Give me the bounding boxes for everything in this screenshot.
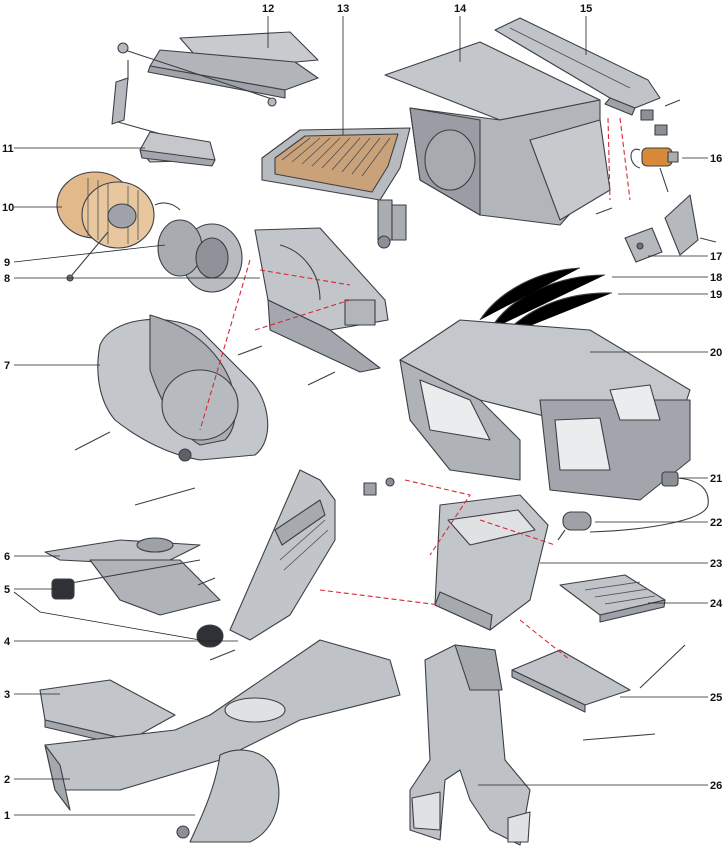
part-20-distribution-housing bbox=[399, 319, 691, 501]
callout-13: 13 bbox=[337, 3, 349, 15]
part-15-flap bbox=[494, 17, 661, 116]
part-1-lower-cover bbox=[176, 749, 280, 843]
part-25-lower-flap bbox=[511, 644, 686, 741]
callout-26: 26 bbox=[710, 780, 722, 792]
leader-lines bbox=[13, 16, 708, 816]
part-16-actuator-motor bbox=[630, 109, 679, 193]
part-23-duct-box bbox=[434, 494, 549, 631]
callout-23: 23 bbox=[710, 558, 722, 570]
part-8-housing-bracket bbox=[254, 227, 389, 373]
part-17-brackets bbox=[624, 194, 717, 263]
callout-19: 19 bbox=[710, 289, 722, 301]
callout-4: 4 bbox=[4, 636, 11, 648]
callout-15: 15 bbox=[580, 3, 592, 15]
part-26-floor-duct bbox=[409, 644, 531, 846]
callout-8: 8 bbox=[4, 273, 10, 285]
fasteners bbox=[197, 99, 681, 661]
part-5-buffers bbox=[51, 578, 224, 648]
part-6-lever-mechanism bbox=[44, 487, 221, 616]
part-11-lower-flap bbox=[111, 60, 216, 167]
callout-11: 11 bbox=[2, 143, 14, 155]
part-21-sensor bbox=[589, 471, 709, 533]
part-10-blower-wheel bbox=[56, 171, 155, 282]
callout-7: 7 bbox=[4, 360, 10, 372]
callout-25: 25 bbox=[710, 692, 722, 704]
part-7-blower-housing bbox=[74, 314, 269, 462]
callout-3: 3 bbox=[4, 689, 10, 701]
callout-18: 18 bbox=[710, 272, 722, 284]
callout-17: 17 bbox=[710, 251, 722, 263]
callout-numbers: 1 2 3 4 5 6 7 8 9 10 11 12 13 14 15 16 1… bbox=[2, 3, 723, 822]
parts-18-19-hoses bbox=[479, 267, 613, 339]
callout-22: 22 bbox=[710, 517, 722, 529]
callout-6: 6 bbox=[4, 551, 10, 563]
callout-20: 20 bbox=[710, 347, 722, 359]
callout-1: 1 bbox=[4, 810, 10, 822]
part-24-grille-flap bbox=[559, 574, 666, 623]
callout-9: 9 bbox=[4, 257, 10, 269]
part-9-blower-motor bbox=[154, 202, 243, 293]
callout-21: 21 bbox=[710, 473, 722, 485]
callout-24: 24 bbox=[710, 598, 723, 610]
assembly-paths bbox=[199, 117, 631, 661]
callout-14: 14 bbox=[454, 3, 467, 15]
part-22-temperature-sensor bbox=[557, 511, 592, 541]
heater-core-fins bbox=[281, 137, 391, 177]
callout-10: 10 bbox=[2, 202, 14, 214]
part-4-side-bracket bbox=[229, 469, 336, 641]
part-14-heater-housing bbox=[384, 41, 611, 226]
part-12-upper-flap bbox=[117, 31, 319, 107]
part-13-heater-core bbox=[261, 127, 411, 249]
callout-2: 2 bbox=[4, 774, 10, 786]
callout-16: 16 bbox=[710, 153, 722, 165]
callout-5: 5 bbox=[4, 584, 10, 596]
part-2-air-channel bbox=[44, 639, 401, 811]
callout-12: 12 bbox=[262, 3, 274, 15]
